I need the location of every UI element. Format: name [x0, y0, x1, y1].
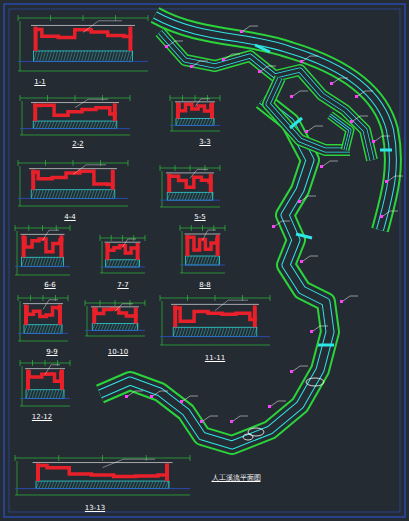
section-label: 1-1 — [33, 79, 46, 86]
section-label: 2-2 — [71, 141, 84, 148]
section-label: 11-11 — [204, 355, 226, 362]
section-label: 9-9 — [45, 349, 58, 356]
section-label: 7-7 — [116, 282, 129, 289]
section-label: 12-12 — [31, 414, 53, 421]
section-label: 4-4 — [63, 214, 76, 221]
section-label: 8-8 — [198, 282, 211, 289]
section-label: 3-3 — [198, 139, 211, 146]
section-label: 10-10 — [107, 349, 129, 356]
section-label: 13-13 — [84, 505, 106, 512]
section-label: 6-6 — [43, 282, 56, 289]
section-label: 5-5 — [193, 214, 206, 221]
plan-title: 人工溪流平面图 — [211, 475, 262, 482]
